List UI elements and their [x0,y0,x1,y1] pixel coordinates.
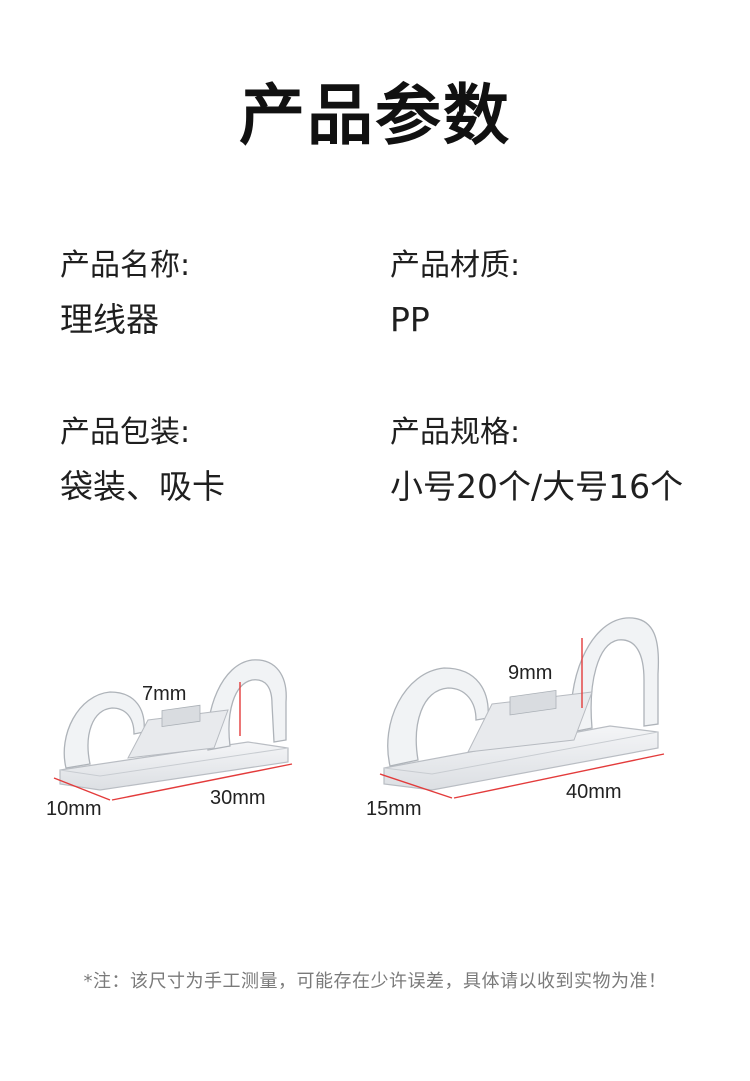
spec-product-name: 产品名称: 理线器 [60,246,190,342]
spec-value: 小号20个/大号16个 [390,467,684,506]
small-clip-figure: 7mm 10mm 30mm [38,640,318,830]
small-clip-width: 10mm [46,798,102,820]
page-title: 产品参数 [239,77,511,154]
spec-product-packaging: 产品包装: 袋装、吸卡 [60,413,225,509]
small-clip-illustration [53,659,293,801]
large-clip-width: 15mm [366,798,422,820]
small-clip-length: 30mm [210,787,266,809]
spec-value: PP [390,300,430,339]
spec-value: 袋装、吸卡 [60,467,225,506]
large-clip-figure: 9mm 15mm 40mm [360,608,690,830]
spec-label: 产品材质: [390,248,521,283]
large-clip-length: 40mm [566,781,622,803]
large-clip-illustration [379,617,665,799]
spec-label: 产品规格: [390,415,521,450]
large-clip-height: 9mm [508,662,553,684]
spec-label: 产品名称: [60,248,191,283]
spec-product-size: 产品规格: 小号20个/大号16个 [390,413,683,509]
spec-value: 理线器 [60,300,159,339]
small-clip-height: 7mm [142,683,187,705]
spec-label: 产品包装: [60,415,191,450]
measurement-note: *注：该尺寸为手工测量，可能存在少许误差，具体请以收到实物为准！ [83,971,667,992]
spec-product-material: 产品材质: PP [390,246,520,342]
